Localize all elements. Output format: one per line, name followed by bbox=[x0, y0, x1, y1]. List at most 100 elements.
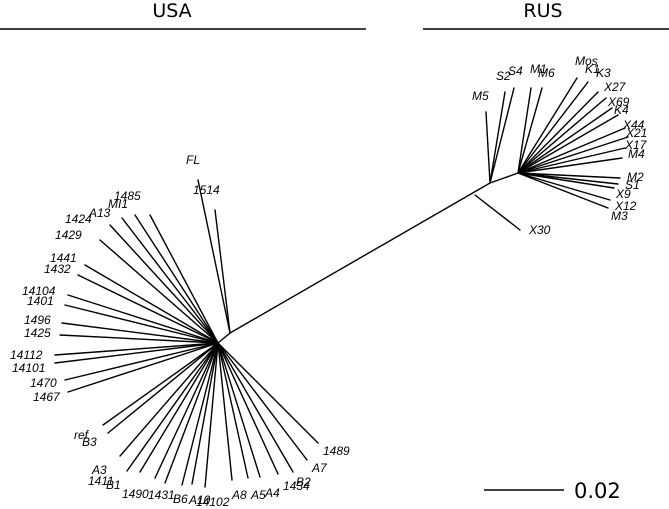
usa-branch-ref bbox=[102, 342, 219, 426]
usa-branch-1496 bbox=[61, 322, 219, 344]
rus-branch-x30 bbox=[474, 194, 521, 231]
rus-leaf-label-x69: X69 bbox=[607, 95, 630, 109]
usa-branch-a10 bbox=[191, 342, 219, 485]
usa-leaf-label-14101: 14101 bbox=[12, 361, 45, 375]
usa-branch-1434 bbox=[217, 342, 279, 475]
usa-branch-1490 bbox=[154, 342, 219, 479]
rus-branch-k1 bbox=[517, 81, 589, 174]
usa-branch-1485 bbox=[149, 214, 219, 344]
usa-leaf-label-ref: ref bbox=[74, 428, 90, 442]
rus-leaf-label-mos: Mos bbox=[575, 54, 598, 68]
rus-leaf-label-s1: S1 bbox=[625, 178, 640, 192]
rus-branch-m6 bbox=[517, 87, 543, 174]
rus-branch-m1 bbox=[517, 87, 532, 174]
rus-leaf-label-m1: M1 bbox=[530, 62, 547, 76]
usa-leaf-label-1429: 1429 bbox=[55, 228, 82, 242]
backbone-branch bbox=[229, 182, 491, 334]
usa-leaf-label-b6: B6 bbox=[173, 492, 188, 506]
usa-branch-b6 bbox=[181, 342, 219, 486]
usa-group-label: USA bbox=[152, 0, 191, 22]
rus-leaf-label-k1: K1 bbox=[585, 62, 600, 76]
rus-branch-m3 bbox=[517, 172, 609, 209]
usa-leaf-label-a7: A7 bbox=[311, 461, 328, 475]
rus-branch-x17 bbox=[517, 147, 626, 174]
rus-branch-s4 bbox=[489, 87, 515, 184]
usa-branch-1432 bbox=[77, 274, 219, 344]
rus-leaf-label-s2: S2 bbox=[496, 69, 511, 83]
usa-branch-a8 bbox=[217, 342, 233, 481]
rus-leaf-label-s4: S4 bbox=[508, 64, 523, 78]
usa-leaf-label-14104: 14104 bbox=[22, 284, 56, 298]
usa-leaf-label-a5: A5 bbox=[250, 488, 266, 502]
usa-leaf-label-b3: B3 bbox=[82, 435, 97, 449]
usa-branch-fl bbox=[197, 179, 231, 334]
usa-leaf-label-1432: 1432 bbox=[44, 262, 71, 276]
rus-branch-x21 bbox=[517, 136, 629, 174]
usa-branch-1431 bbox=[164, 342, 219, 484]
rus-group-label: RUS bbox=[523, 0, 562, 22]
rus-branch-x44 bbox=[517, 127, 626, 174]
rus-leaf-label-k3: K3 bbox=[596, 66, 611, 80]
usa-branch-14112 bbox=[54, 342, 219, 356]
usa-leaf-label-1514: 1514 bbox=[193, 183, 220, 197]
rus-branch-m2 bbox=[517, 172, 621, 179]
usa-branch-1401 bbox=[64, 304, 219, 344]
usa-leaf-label-mi1: MI1 bbox=[108, 197, 128, 211]
leaf-labels: FL15141485MI1A13142414291441143214104140… bbox=[10, 54, 648, 509]
rus-branch-x27 bbox=[517, 97, 607, 174]
usa-branch-a5 bbox=[217, 342, 249, 479]
usa-branch-b2 bbox=[217, 342, 294, 473]
usa-branch-b3 bbox=[107, 342, 219, 434]
rus-branch-m5 bbox=[485, 111, 491, 184]
usa-branch-1441 bbox=[84, 264, 219, 344]
usa-leaf-label-1467: 1467 bbox=[33, 390, 61, 404]
usa-leaf-label-14112: 14112 bbox=[10, 348, 43, 362]
rus-leaf-label-m5: M5 bbox=[472, 89, 489, 103]
usa-leaf-label-a3: A3 bbox=[91, 463, 107, 477]
usa-leaf-label-1401: 1401 bbox=[27, 294, 54, 308]
usa-branch-a3 bbox=[119, 342, 219, 457]
usa-leaf-label-1470: 1470 bbox=[30, 376, 57, 390]
usa-branch-mi1 bbox=[134, 214, 219, 344]
rus-leaf-label-x9: X9 bbox=[615, 187, 631, 201]
scale-bar-label: 0.02 bbox=[574, 479, 621, 503]
rus-branch-x69 bbox=[517, 107, 613, 174]
usa-branch-a4 bbox=[217, 342, 261, 478]
rus-branch-k4 bbox=[517, 114, 619, 174]
usa-leaf-label-b2: B2 bbox=[296, 475, 311, 489]
rus-leaf-label-x21: X21 bbox=[625, 126, 647, 140]
usa-leaf-label-1431: 1431 bbox=[148, 488, 175, 502]
usa-leaf-label-1441: 1441 bbox=[50, 251, 77, 265]
leaf-branches bbox=[54, 77, 629, 488]
usa-leaf-label-fl: FL bbox=[186, 153, 200, 167]
usa-branch-1489 bbox=[217, 342, 319, 444]
usa-leaf-label-14102: 14102 bbox=[196, 495, 230, 509]
usa-branch-1470 bbox=[64, 342, 219, 381]
rus-leaf-label-k4: K4 bbox=[614, 103, 629, 117]
rus-leaf-label-x17: X17 bbox=[624, 138, 648, 152]
usa-branch-14102 bbox=[204, 342, 219, 488]
usa-leaf-label-a4: A4 bbox=[264, 486, 280, 500]
usa-leaf-label-1424: 1424 bbox=[65, 212, 92, 226]
usa-leaf-label-1490: 1490 bbox=[122, 487, 149, 501]
rus-branch-k3 bbox=[517, 91, 599, 174]
usa-leaf-label-1496: 1496 bbox=[24, 313, 51, 327]
usa-branch-14104 bbox=[67, 294, 219, 344]
usa-branch-1429 bbox=[99, 239, 219, 344]
rus-clade-stem bbox=[489, 172, 519, 184]
rus-leaf-label-x44: X44 bbox=[622, 118, 645, 132]
usa-leaf-label-1425: 1425 bbox=[24, 326, 51, 340]
rus-branch-x12 bbox=[517, 172, 611, 201]
usa-leaf-label-a13: A13 bbox=[88, 206, 111, 220]
rus-leaf-label-m6: M6 bbox=[538, 66, 555, 80]
usa-clade-stem bbox=[217, 332, 231, 344]
usa-leaf-label-a10: A10 bbox=[188, 493, 211, 507]
usa-leaf-label-1489: 1489 bbox=[323, 444, 350, 458]
usa-branch-a13 bbox=[121, 217, 219, 344]
rus-leaf-label-m2: M2 bbox=[627, 170, 644, 184]
usa-branch-1424 bbox=[109, 224, 219, 344]
usa-branch-a7 bbox=[217, 342, 308, 461]
usa-branch-1514 bbox=[214, 209, 231, 334]
usa-branch-14101 bbox=[54, 342, 219, 364]
